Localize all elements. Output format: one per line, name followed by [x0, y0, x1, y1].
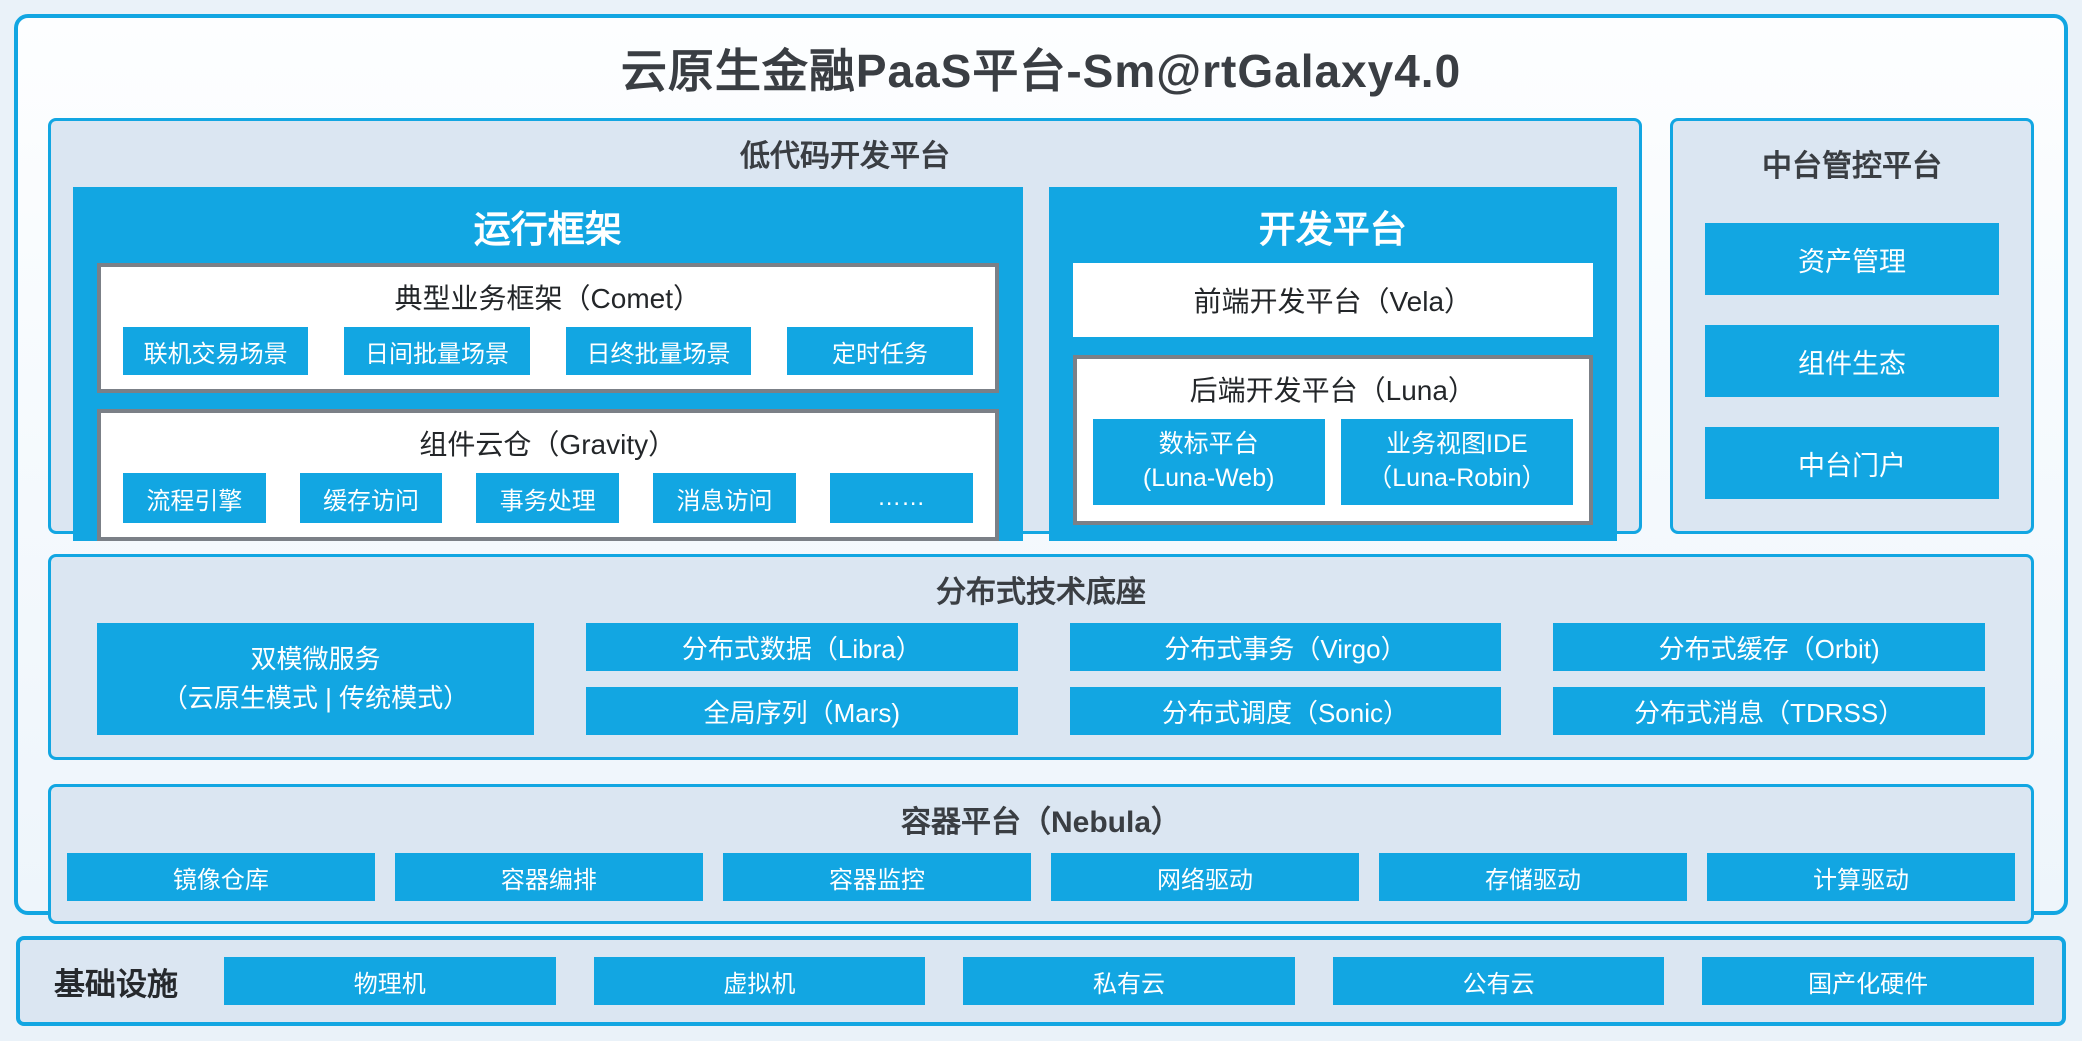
- luna-title: 后端开发平台（Luna）: [1189, 375, 1476, 406]
- platform-diagram-frame: 云原生金融PaaS平台-Sm@rtGalaxy4.0 低代码开发平台 运行框架 …: [14, 14, 2068, 924]
- comet-item-row: 联机交易场景 日间批量场景 日终批量场景 定时任务: [123, 327, 973, 375]
- container-item-storage-driver: 存储驱动: [1379, 853, 1687, 901]
- gravity-item-ellipsis: ……: [829, 473, 973, 523]
- dist-item-transaction-virgo: 分布式事务（Virgo）: [1069, 623, 1502, 671]
- dist-item-cache-orbit: 分布式缓存（Orbit): [1553, 623, 1985, 671]
- dev-platform-panel: 开发平台 前端开发平台（Vela） 后端开发平台（Luna） 数标平台 (Lun…: [1048, 187, 1617, 541]
- dist-item-scheduler-sonic: 分布式调度（Sonic）: [1069, 687, 1502, 735]
- comet-title: 典型业务框架（Comet）: [394, 283, 702, 314]
- container-item-orchestration: 容器编排: [395, 853, 703, 901]
- gravity-item-row: 流程引擎 缓存访问 事务处理 消息访问 ……: [123, 473, 973, 523]
- low-code-platform-label: 低代码开发平台: [740, 140, 950, 173]
- runtime-framework-panel: 运行框架 典型业务框架（Comet） 联机交易场景 日间批量场景 日终批量场景 …: [73, 187, 1023, 541]
- container-item-monitoring: 容器监控: [723, 853, 1031, 901]
- runtime-framework-title: 运行框架: [473, 209, 622, 250]
- mid-platform-panel: 中台管控平台 资产管理 组件生态 中台门户: [1670, 118, 2034, 534]
- comet-item-scheduled-task: 定时任务: [787, 327, 973, 375]
- distributed-base-panel: 分布式技术底座 双模微服务 （云原生模式 | 传统模式） 分布式数据（Libra…: [48, 554, 2034, 760]
- luna-item-luna-web: 数标平台 (Luna-Web): [1092, 419, 1325, 505]
- container-item-row: 镜像仓库 容器编排 容器监控 网络驱动 存储驱动 计算驱动: [67, 853, 2015, 901]
- dist-item-dual-mode-microservice: 双模微服务 （云原生模式 | 传统模式）: [97, 623, 534, 735]
- gravity-item-transaction: 事务处理: [476, 473, 620, 523]
- container-platform-title: 容器平台（Nebula）: [900, 806, 1182, 839]
- container-item-compute-driver: 计算驱动: [1707, 853, 2015, 901]
- luna-box: 后端开发平台（Luna） 数标平台 (Luna-Web) 业务视图IDE （Lu…: [1072, 355, 1593, 525]
- comet-item-daytime-batch: 日间批量场景: [344, 327, 530, 375]
- low-code-platform-body: 运行框架 典型业务框架（Comet） 联机交易场景 日间批量场景 日终批量场景 …: [73, 187, 1617, 541]
- comet-item-eod-batch: 日终批量场景: [565, 327, 752, 375]
- distributed-base-grid: 双模微服务 （云原生模式 | 传统模式） 分布式数据（Libra） 分布式事务（…: [97, 623, 1985, 735]
- luna-item-luna-robin: 业务视图IDE （Luna-Robin）: [1340, 419, 1574, 505]
- luna-robin-code: （Luna-Robin）: [1367, 464, 1547, 492]
- comet-item-online-trading: 联机交易场景: [123, 327, 309, 375]
- dist-item-data-libra: 分布式数据（Libra）: [586, 623, 1018, 671]
- gravity-item-cache-access: 缓存访问: [299, 473, 443, 523]
- dual-mode-line2: （云原生模式 | 传统模式）: [161, 683, 470, 713]
- luna-robin-name: 业务视图IDE: [1386, 430, 1528, 459]
- vela-box: 前端开发平台（Vela）: [1072, 263, 1593, 337]
- mid-item-asset-management: 资产管理: [1705, 223, 1999, 295]
- page-title: 云原生金融PaaS平台-Sm@rtGalaxy4.0: [620, 45, 1462, 97]
- infra-item-domestic-hardware: 国产化硬件: [1702, 957, 2034, 1005]
- container-item-network-driver: 网络驱动: [1051, 853, 1359, 901]
- infrastructure-panel: 基础设施 物理机 虚拟机 私有云 公有云 国产化硬件: [16, 936, 2066, 1026]
- mid-item-component-ecosystem: 组件生态: [1705, 325, 1999, 397]
- mid-platform-title: 中台管控平台: [1762, 150, 1942, 183]
- infra-item-virtual-machine: 虚拟机: [593, 957, 926, 1005]
- comet-box: 典型业务框架（Comet） 联机交易场景 日间批量场景 日终批量场景 定时任务: [97, 263, 999, 393]
- low-code-platform-panel: 低代码开发平台 运行框架 典型业务框架（Comet） 联机交易场景 日间批量场景…: [48, 118, 1642, 541]
- infrastructure-label: 基础设施: [54, 966, 178, 1002]
- dist-item-sequence-mars: 全局序列（Mars): [586, 687, 1018, 735]
- luna-item-row: 数标平台 (Luna-Web) 业务视图IDE （Luna-Robin）: [1092, 419, 1574, 505]
- container-item-image-registry: 镜像仓库: [67, 853, 375, 901]
- dual-mode-line1: 双模微服务: [250, 644, 381, 674]
- gravity-item-message-access: 消息访问: [653, 473, 796, 523]
- gravity-box: 组件云仓（Gravity） 流程引擎 缓存访问 事务处理 消息访问 ……: [97, 409, 999, 541]
- top-row: 低代码开发平台 运行框架 典型业务框架（Comet） 联机交易场景 日间批量场景…: [48, 118, 2034, 541]
- gravity-title: 组件云仓（Gravity）: [419, 429, 677, 460]
- dev-platform-title: 开发平台: [1258, 209, 1407, 250]
- infra-item-private-cloud: 私有云: [963, 957, 1295, 1005]
- mid-item-mid-portal: 中台门户: [1705, 427, 1999, 499]
- infra-item-physical-machine: 物理机: [224, 957, 556, 1005]
- distributed-base-title: 分布式技术底座: [936, 576, 1146, 609]
- dist-item-message-tdrss: 分布式消息（TDRSS）: [1553, 687, 1985, 735]
- luna-web-code: (Luna-Web): [1142, 464, 1275, 492]
- container-platform-panel: 容器平台（Nebula） 镜像仓库 容器编排 容器监控 网络驱动 存储驱动 计算…: [48, 784, 2034, 924]
- gravity-item-process-engine: 流程引擎: [123, 473, 266, 523]
- luna-web-name: 数标平台: [1158, 430, 1259, 459]
- infra-item-public-cloud: 公有云: [1332, 957, 1665, 1005]
